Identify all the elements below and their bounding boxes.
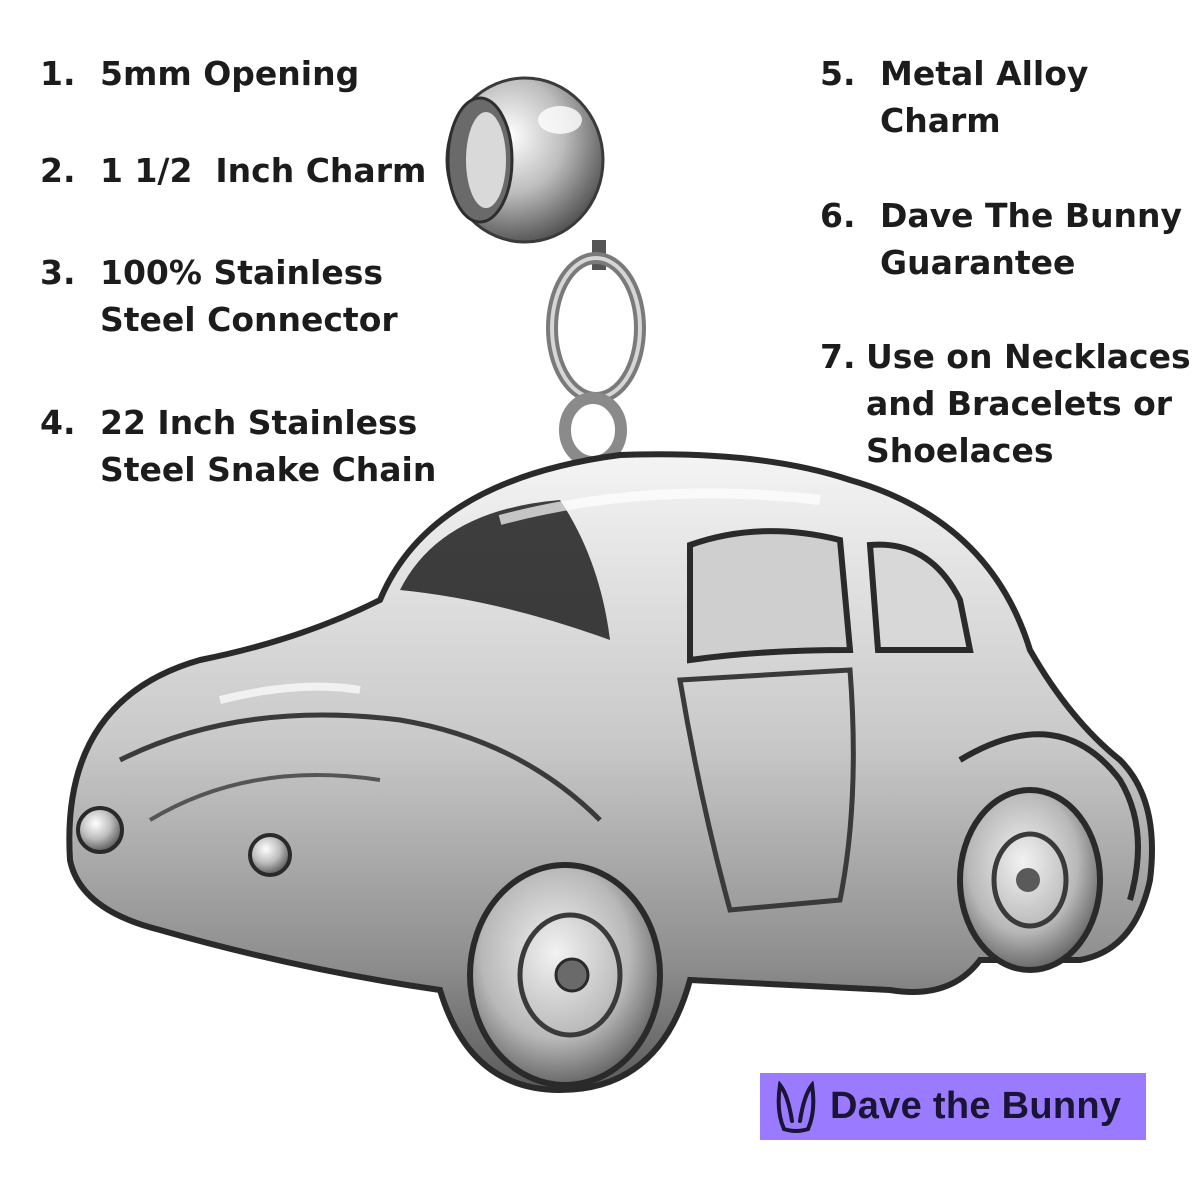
feature-text: 22 Inch Stainless Steel Snake Chain — [100, 403, 437, 489]
feature-text: 5mm Opening — [100, 54, 360, 93]
feature-number: 5. — [820, 54, 856, 93]
feature-text: Metal Alloy Charm — [880, 54, 1089, 140]
connector-ring — [546, 240, 646, 468]
feature-number: 6. — [820, 196, 856, 235]
rear-wheel — [957, 787, 1103, 973]
brand-badge: Dave the Bunny — [760, 1073, 1146, 1140]
car-body — [66, 451, 1155, 1094]
feature-number: 2. — [40, 151, 76, 190]
bail-bead — [445, 76, 605, 244]
feature-number: 1. — [40, 54, 76, 93]
front-wheel — [467, 862, 663, 1088]
bunny-ears-icon — [776, 1080, 816, 1133]
feature-text: Use on Necklaces and Bracelets or Shoela… — [866, 337, 1191, 470]
feature-number: 4. — [40, 403, 76, 442]
feature-text: Dave The Bunny Guarantee — [880, 196, 1183, 282]
feature-text: 100% Stainless Steel Connector — [100, 253, 398, 339]
brand-name: Dave the Bunny — [830, 1085, 1122, 1127]
feature-number: 7. — [820, 337, 856, 376]
feature-number: 3. — [40, 253, 76, 292]
feature-text: 1 1/2 Inch Charm — [100, 151, 427, 190]
